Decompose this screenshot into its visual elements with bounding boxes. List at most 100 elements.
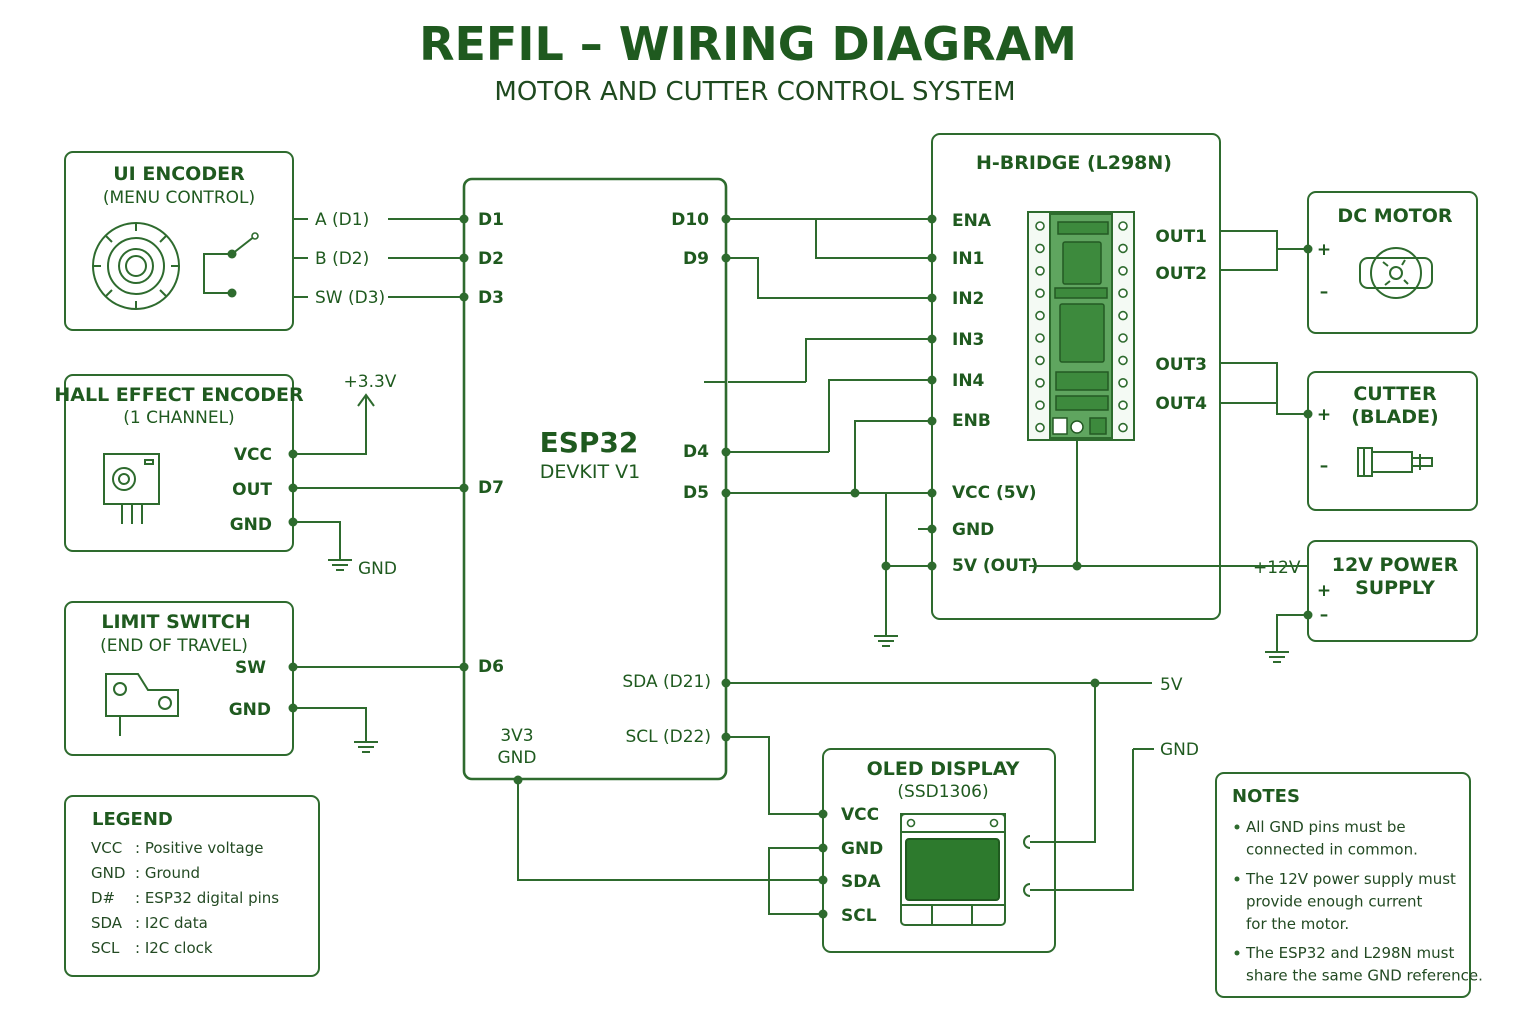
notes-title: NOTES bbox=[1232, 786, 1300, 807]
legend-desc: : I2C data bbox=[135, 914, 208, 932]
oled-pin-scl: SCL bbox=[841, 906, 877, 926]
hbridge-pin-out3: OUT3 bbox=[1155, 355, 1207, 375]
power-supply-module: 12V POWER SUPPLY + – bbox=[1307, 540, 1478, 642]
header-pin-hole bbox=[1035, 422, 1045, 433]
esp32-subtitle: DEVKIT V1 bbox=[540, 461, 640, 483]
hbridge-pin-gnd: GND bbox=[952, 520, 994, 540]
header-pin-hole bbox=[1118, 310, 1128, 321]
wire-junction bbox=[927, 524, 937, 534]
legend-key: SDA bbox=[91, 914, 123, 932]
wire-junction bbox=[927, 214, 937, 224]
notes-box: NOTES All GND pins must be connected in c… bbox=[1215, 772, 1483, 998]
note-line: The 12V power supply must bbox=[1245, 870, 1456, 888]
hbridge-pin-out4: OUT4 bbox=[1155, 394, 1207, 414]
oled-screen-icon bbox=[900, 813, 1006, 926]
hall-encoder-subtitle: (1 CHANNEL) bbox=[123, 408, 234, 428]
power-supply-subtitle: SUPPLY bbox=[1355, 577, 1435, 599]
cutter-minus: – bbox=[1320, 456, 1329, 476]
oled-module: OLED DISPLAY (SSD1306) VCC GND SDA SCL bbox=[822, 748, 1056, 953]
hbridge-pin-5vout: 5V (OUT) bbox=[952, 556, 1038, 576]
note-line: connected in common. bbox=[1246, 841, 1418, 859]
wire-junction bbox=[927, 334, 937, 344]
supply-3v3-label: +3.3V bbox=[344, 372, 397, 392]
note-line: provide enough current bbox=[1246, 893, 1423, 911]
wire-junction bbox=[459, 662, 469, 672]
header-pin-hole bbox=[1035, 221, 1045, 231]
note-bullet bbox=[1234, 876, 1240, 882]
dc-motor-plus: + bbox=[1317, 240, 1331, 260]
legend-key: D# bbox=[91, 889, 115, 907]
esp32-title: ESP32 bbox=[540, 426, 639, 459]
limit-switch-subtitle: (END OF TRAVEL) bbox=[100, 636, 248, 656]
esp32-board: ESP32 DEVKIT V1 D1 D2 D3 D7 D6 D10 D9 D4… bbox=[462, 177, 728, 781]
hall-encoder-title: HALL EFFECT ENCODER bbox=[54, 384, 304, 406]
hbridge-pin-in3: IN3 bbox=[952, 330, 984, 350]
wire-junction bbox=[1303, 610, 1313, 620]
wire-junction bbox=[513, 775, 523, 785]
wire-junction bbox=[850, 488, 860, 498]
wire-junction bbox=[288, 517, 298, 527]
oled-pin-vcc: VCC bbox=[841, 805, 879, 825]
ui-encoder-pin-a: A (D1) bbox=[315, 210, 369, 230]
l298n-pcb-icon bbox=[1027, 211, 1135, 441]
hall-pin-gnd: GND bbox=[230, 515, 272, 535]
wire-junction bbox=[818, 875, 828, 885]
legend-title: LEGEND bbox=[92, 809, 173, 830]
esp32-pin-sda: SDA (D21) bbox=[622, 672, 711, 692]
header-pin-hole bbox=[1118, 243, 1128, 254]
legend-desc: : ESP32 digital pins bbox=[135, 889, 279, 907]
header-pin-hole bbox=[1118, 333, 1128, 343]
ui-encoder-subtitle: (MENU CONTROL) bbox=[103, 188, 255, 208]
wire-junction bbox=[721, 678, 731, 688]
hbridge-title: H-BRIDGE (L298N) bbox=[976, 152, 1172, 174]
power-supply-title: 12V POWER bbox=[1332, 554, 1459, 576]
junction-dots bbox=[288, 214, 1313, 919]
dc-motor-title: DC MOTOR bbox=[1337, 205, 1453, 227]
switch-symbol-icon bbox=[203, 232, 259, 298]
wire-junction bbox=[288, 483, 298, 493]
cutter-subtitle: (BLADE) bbox=[1351, 406, 1438, 428]
legend-key: VCC bbox=[91, 839, 122, 857]
wire-junction bbox=[459, 483, 469, 493]
wire-junction bbox=[881, 561, 891, 571]
hbridge-pin-in4: IN4 bbox=[952, 371, 985, 391]
solenoid-icon bbox=[1357, 447, 1433, 477]
header-pin-hole bbox=[1118, 422, 1128, 433]
esp32-pin-gnd: GND bbox=[498, 748, 537, 768]
wire-junction bbox=[818, 909, 828, 919]
oled-pin-sda: SDA bbox=[841, 872, 881, 892]
legend-desc: : Positive voltage bbox=[135, 839, 263, 857]
wire-junction bbox=[1303, 244, 1313, 254]
wire-junction bbox=[459, 214, 469, 224]
note-line: for the motor. bbox=[1246, 915, 1349, 933]
cutter-title: CUTTER bbox=[1353, 383, 1437, 405]
hbridge-module: H-BRIDGE (L298N) ENA IN1 IN2 IN3 IN4 ENB… bbox=[931, 133, 1221, 620]
wire-junction bbox=[927, 375, 937, 385]
limit-switch-icon bbox=[105, 673, 179, 736]
esp32-pin-d3: D3 bbox=[478, 288, 504, 308]
legend-key: GND bbox=[91, 864, 125, 882]
page-subtitle: MOTOR AND CUTTER CONTROL SYSTEM bbox=[494, 77, 1015, 107]
wire-junction bbox=[721, 488, 731, 498]
ui-encoder-pin-b: B (D2) bbox=[315, 249, 369, 269]
hbridge-pin-in1: IN1 bbox=[952, 249, 984, 269]
limit-pin-sw: SW bbox=[235, 658, 266, 678]
note-line: All GND pins must be bbox=[1246, 818, 1406, 836]
wire-junction bbox=[1072, 561, 1082, 571]
esp32-pin-scl: SCL (D22) bbox=[625, 727, 711, 747]
wire-junction bbox=[288, 703, 298, 713]
esp32-pin-d9: D9 bbox=[683, 249, 709, 269]
note-line: The ESP32 and L298N must bbox=[1245, 944, 1454, 962]
wire-junction bbox=[459, 253, 469, 263]
ui-encoder-module: UI ENCODER (MENU CONTROL) A (D1) B (D2) … bbox=[64, 151, 385, 331]
hall-sensor-icon bbox=[103, 453, 160, 524]
header-pin-hole bbox=[1035, 288, 1045, 299]
header-pin-hole bbox=[1118, 221, 1128, 231]
cutter-module: CUTTER (BLADE) + – bbox=[1307, 371, 1478, 511]
page-title: REFIL – WIRING DIAGRAM bbox=[419, 17, 1077, 71]
hbridge-pin-in2: IN2 bbox=[952, 289, 984, 309]
header-pin-hole bbox=[1035, 243, 1045, 254]
hall-gnd-label: GND bbox=[358, 559, 397, 579]
